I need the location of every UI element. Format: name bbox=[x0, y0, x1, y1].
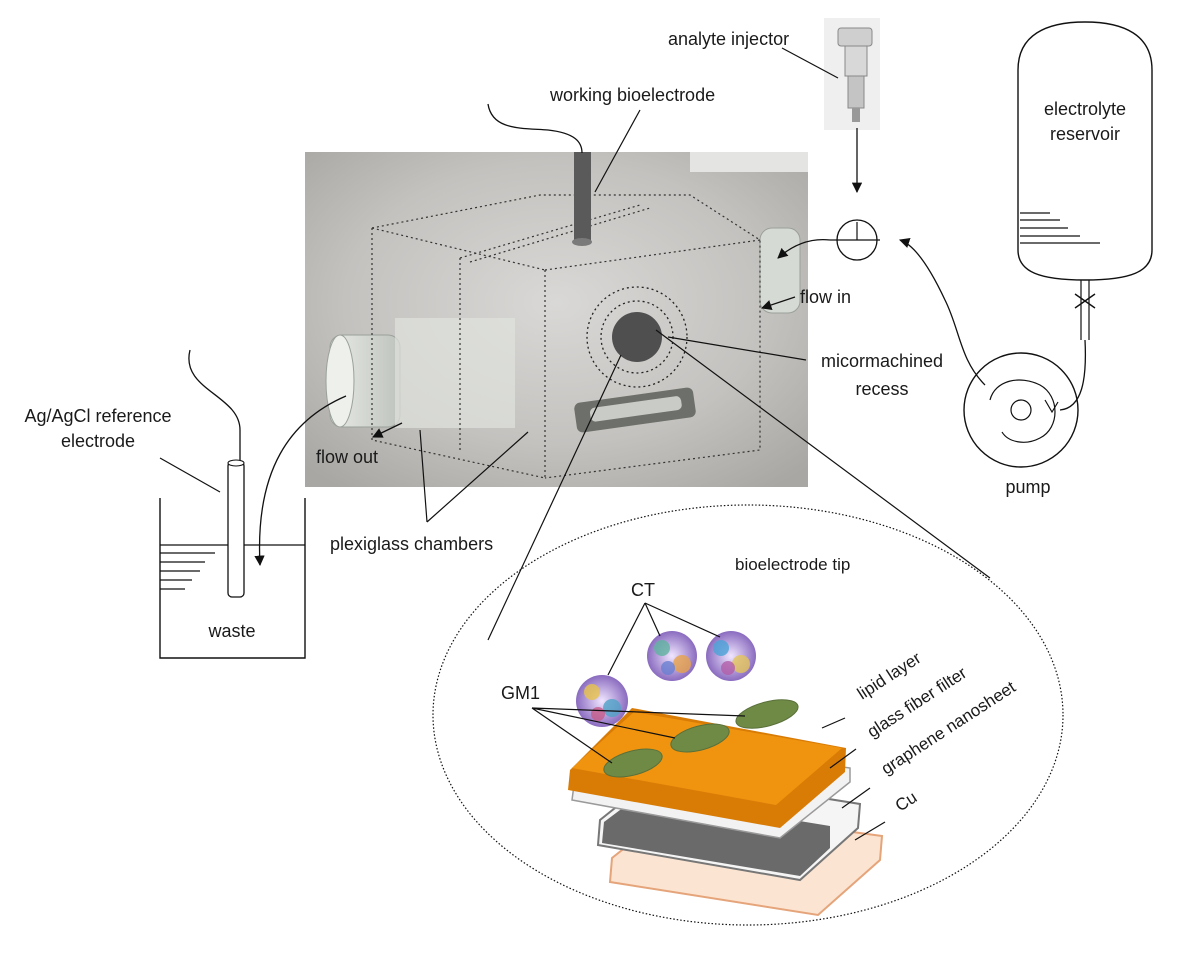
label-reference-electrode-1: Ag/AgCl reference bbox=[24, 406, 171, 426]
micromachined-recess bbox=[586, 286, 688, 388]
label-reference-electrode-2: electrode bbox=[61, 431, 135, 451]
label-ct: CT bbox=[631, 580, 655, 600]
gm1-patch-3 bbox=[735, 699, 799, 729]
injection-valve bbox=[830, 219, 880, 261]
label-pump: pump bbox=[1005, 477, 1050, 497]
ct-molecule-2 bbox=[647, 631, 697, 681]
label-flow-out: flow out bbox=[316, 447, 378, 467]
label-electrolyte-reservoir-1: electrolyte bbox=[1044, 99, 1126, 119]
label-flow-in: flow in bbox=[800, 287, 851, 307]
label-bioelectrode-tip: bioelectrode tip bbox=[735, 555, 850, 574]
ct-molecule-1 bbox=[576, 675, 628, 727]
label-analyte-injector: analyte injector bbox=[668, 29, 789, 49]
gm1-patch-1 bbox=[603, 748, 663, 778]
label-electrolyte-reservoir-2: reservoir bbox=[1050, 124, 1120, 144]
lipid-layer bbox=[568, 708, 846, 828]
label-gm1: GM1 bbox=[501, 683, 540, 703]
label-micromachined-recess-2: recess bbox=[855, 379, 908, 399]
ct-molecules bbox=[576, 631, 756, 727]
label-waste: waste bbox=[207, 621, 255, 641]
label-working-bioelectrode: working bioelectrode bbox=[549, 85, 715, 105]
label-plexiglass-chambers: plexiglass chambers bbox=[330, 534, 493, 554]
bioelectrode-disk bbox=[612, 312, 662, 362]
analyte-injector-icon bbox=[824, 18, 880, 130]
label-micromachined-recess-1: micormachined bbox=[821, 351, 943, 371]
inlet-cap bbox=[759, 227, 801, 314]
working-electrode-rod bbox=[574, 152, 591, 242]
plexiglass-chamber-outlines bbox=[371, 194, 761, 479]
reference-electrode bbox=[227, 459, 245, 598]
gm1-patches bbox=[603, 699, 799, 778]
flow-cell-photo bbox=[305, 152, 808, 487]
electrolyte-reservoir bbox=[1017, 21, 1153, 340]
ct-molecule-3 bbox=[706, 631, 756, 681]
gm1-patch-2 bbox=[670, 723, 730, 753]
pump-icon bbox=[963, 352, 1079, 468]
